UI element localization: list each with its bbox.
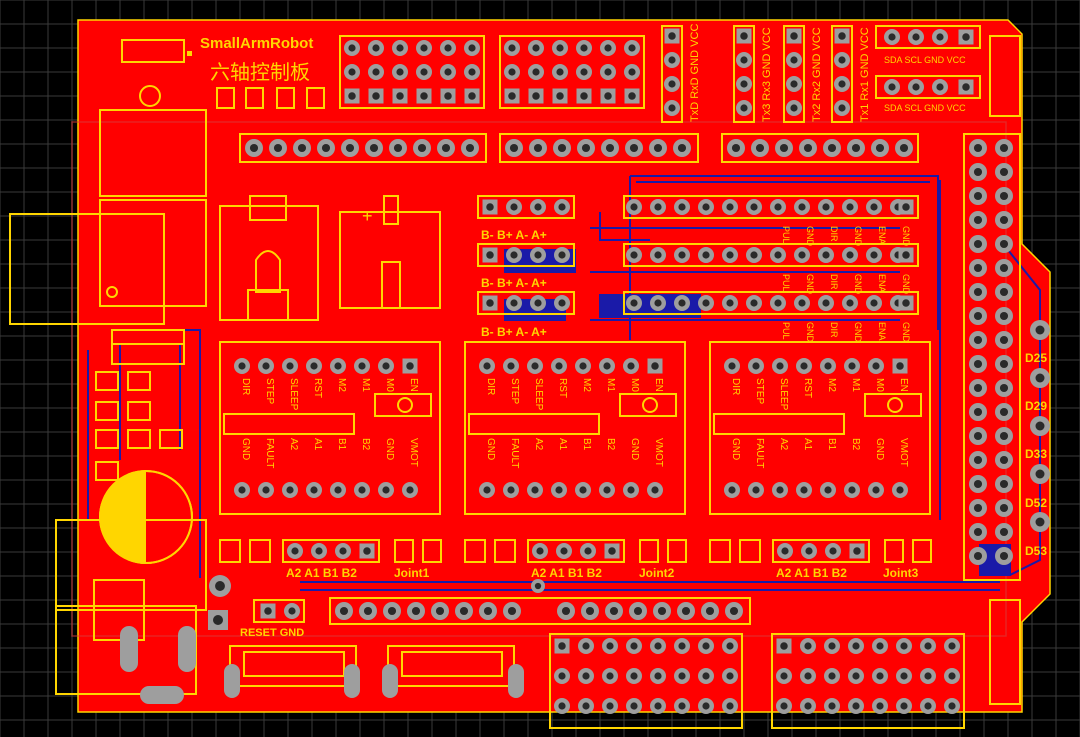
driver-port-label: GND [901,226,911,246]
label-d33: D33 [1025,447,1048,461]
driver-top-pin-label: M0 [874,378,885,392]
driver-bottom-pin-label: B2 [605,438,616,451]
uart2-label: Tx2 Rx2 GND VCC [811,27,823,122]
driver-top-pin-label: DIR [730,378,741,396]
driver-top-pin-label: M1 [850,378,861,392]
driver-top-pin-label: M0 [384,378,395,392]
driver-port-label: GND [805,274,815,294]
driver-port-label: DIR [829,322,839,338]
driver-port-label: ENA [877,274,887,293]
driver-bottom-pin-label: A1 [557,438,568,451]
driver-bottom-pin-label: GND [874,438,885,461]
label-d25: D25 [1025,351,1048,365]
uart0-label: TxD RxD GND VCC [689,23,701,122]
driver-top-pin-label: M1 [360,378,371,392]
driver-port-label: PUL [781,274,791,292]
board-title: SmallArmRobot [200,35,314,52]
driver-port-label: GND [853,226,863,246]
board-outline-inner [71,121,1007,637]
driver-top-pin-label: DIR [485,378,496,396]
driver-top-pin-label: STEP [754,378,765,405]
joint2-outputs: A2 A1 B1 B2 [531,566,602,580]
driver-bottom-pin-label: GND [730,438,741,461]
joint1-label: Joint1 [394,566,430,580]
driver-top-pin-label: SLEEP [533,378,544,411]
driver-top-pin-label: RST [557,378,568,398]
driver-top-pin-label: RST [312,378,323,398]
label-d29: D29 [1025,399,1048,413]
driver-port-label: GND [853,322,863,342]
driver-bottom-pin-label: B1 [581,438,592,451]
driver-bottom-pin-label: A2 [533,438,544,451]
joint3-outputs: A2 A1 B1 B2 [776,566,847,580]
motor-connector-label-1: B- B+ A- A+ [481,228,547,242]
driver-port-label: DIR [829,274,839,290]
driver-port-label: PUL [781,226,791,244]
uart1-label: Tx1 Rx1 GND VCC [859,27,871,122]
i2c-label-top: SDA SCL GND VCC [884,55,966,65]
driver-port-label: DIR [829,226,839,242]
driver-bottom-pin-label: FAULT [509,438,520,469]
driver-bottom-pin-label: VMOT [653,438,664,467]
driver-port-label: PUL [781,322,791,340]
driver-top-pin-label: EN [898,378,909,392]
joint3-label: Joint3 [883,566,919,580]
driver-bottom-pin-label: GND [485,438,496,461]
driver-bottom-pin-label: B2 [850,438,861,451]
driver-bottom-pin-label: VMOT [898,438,909,467]
driver-bottom-pin-label: A1 [312,438,323,451]
joint1-outputs: A2 A1 B1 B2 [286,566,357,580]
label-d53: D53 [1025,544,1048,558]
i2c-label-bottom: SDA SCL GND VCC [884,103,966,113]
driver-port-label: GND [901,322,911,342]
driver-top-pin-label: M1 [605,378,616,392]
driver-bottom-pin-label: A1 [802,438,813,451]
driver-bottom-pin-label: A2 [778,438,789,451]
driver-bottom-pin-label: FAULT [754,438,765,469]
driver-top-pin-label: STEP [264,378,275,405]
label-d52: D52 [1025,496,1048,510]
uart3-label: Tx3 Rx3 GND VCC [761,27,773,122]
driver-port-label: GND [853,274,863,294]
driver-top-pin-label: EN [653,378,664,392]
driver-bottom-pin-label: B1 [826,438,837,451]
pads [120,28,1050,714]
driver-port-label: GND [805,322,815,342]
driver-top-pin-label: SLEEP [288,378,299,411]
motor-connector-label-3: B- B+ A- A+ [481,325,547,339]
driver-bottom-pin-label: GND [629,438,640,461]
driver-bottom-pin-label: GND [384,438,395,461]
driver-port-label: GND [901,274,911,294]
driver-top-pin-label: SLEEP [778,378,789,411]
driver-port-label: ENA [877,322,887,341]
joint2-label: Joint2 [639,566,675,580]
driver-bottom-pin-label: B1 [336,438,347,451]
board-subtitle: 六轴控制板 [210,60,310,84]
reset-gnd-label: RESET GND [240,627,305,639]
driver-bottom-pin-label: A2 [288,438,299,451]
driver-top-pin-label: M2 [826,378,837,392]
driver-top-pin-label: EN [408,378,419,392]
driver-top-pin-label: M2 [336,378,347,392]
driver-bottom-pin-label: VMOT [408,438,419,467]
driver-top-pin-label: STEP [509,378,520,405]
driver-top-pin-label: RST [802,378,813,398]
motor-connector-label-2: B- B+ A- A+ [481,276,547,290]
driver-bottom-pin-label: FAULT [264,438,275,469]
driver-bottom-pin-label: GND [240,438,251,461]
driver-bottom-pin-label: B2 [360,438,371,451]
driver-port-label: ENA [877,226,887,245]
driver-port-label: GND [805,226,815,246]
svg-text:+: + [362,206,373,226]
driver-top-pin-label: DIR [240,378,251,396]
driver-top-pin-label: M0 [629,378,640,392]
driver-top-pin-label: M2 [581,378,592,392]
